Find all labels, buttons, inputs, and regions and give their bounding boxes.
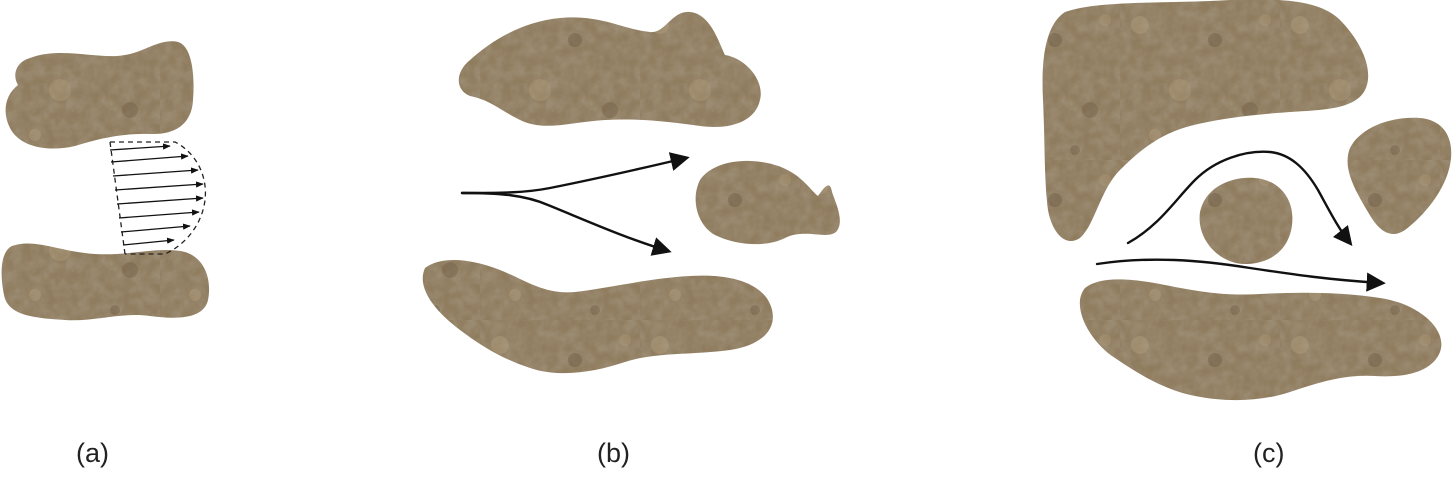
flow-arrow-c-around — [1126, 150, 1353, 246]
grain-c-top-large — [1042, 0, 1369, 241]
flow-arrow-b-upper — [460, 152, 690, 195]
grain-c-right — [1347, 117, 1452, 234]
grain-a-bottom — [1, 243, 210, 321]
panel-a — [1, 41, 210, 321]
velocity-profile-boundary — [110, 141, 207, 255]
profile-baseline — [109, 141, 126, 255]
grain-c-bottom — [1079, 279, 1442, 401]
panel-c — [1042, 0, 1452, 401]
grain-c-center — [1199, 177, 1293, 264]
grain-b-bottom — [422, 259, 773, 374]
flow-arrow-c-straight — [1095, 258, 1386, 292]
grain-b-top — [458, 11, 761, 127]
grain-a-top — [5, 41, 194, 149]
panel-label-a: (a) — [76, 438, 109, 468]
grain-b-middle — [695, 160, 840, 245]
velocity-profile-arrows — [109, 143, 204, 246]
panel-label-c: (c) — [1253, 438, 1285, 468]
flow-arrow-b-lower — [460, 191, 672, 256]
panel-label-b: (b) — [597, 438, 630, 468]
panel-b — [422, 11, 840, 374]
